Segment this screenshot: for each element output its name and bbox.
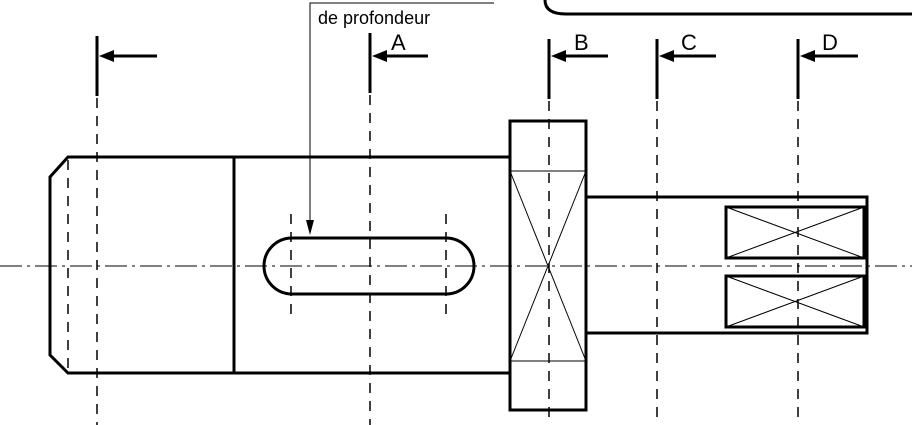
- section-line-d: [796, 39, 858, 425]
- section-line-b: [547, 39, 608, 425]
- collar: [508, 119, 588, 412]
- shaft-end: [586, 195, 869, 335]
- section-label-b: B: [574, 30, 589, 55]
- section-line-c: [655, 39, 716, 425]
- section-label-d: D: [822, 30, 838, 55]
- section-line-left: [95, 36, 157, 425]
- annotation-text: de profondeur: [318, 8, 430, 28]
- callout-frame: [543, 0, 912, 16]
- shaft-body: [48, 155, 510, 375]
- section-label-c: C: [681, 30, 697, 55]
- section-label-a: A: [391, 30, 406, 55]
- annotation-leader: [306, 2, 494, 235]
- keyway-slot: [262, 236, 476, 296]
- section-line-a: [368, 33, 428, 425]
